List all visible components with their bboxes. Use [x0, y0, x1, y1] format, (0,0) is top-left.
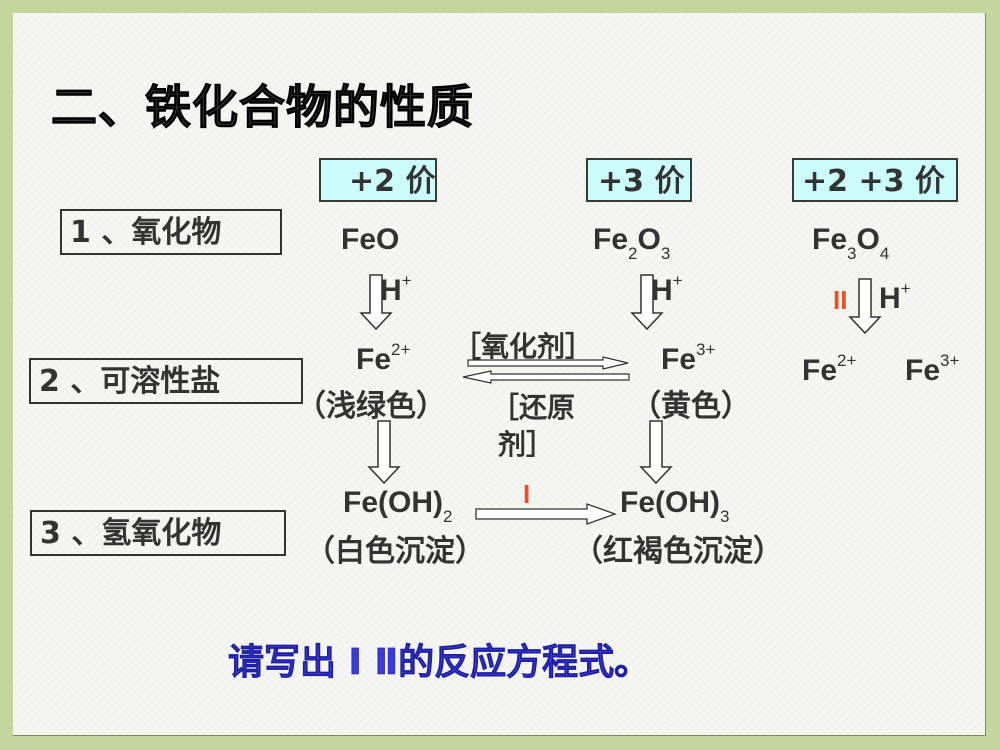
valence-header-plus3: +3 价 [586, 158, 692, 202]
slide-panel: 二、铁化合物的性质 +2 价 +3 价 +2 +3 价 1 、氧化物 2 、可溶… [13, 13, 986, 736]
ion-fe2-from-fe3o4: Fe2+ [802, 351, 857, 387]
roman-ii-label: II [833, 285, 848, 315]
question-prompt: 请写出 Ⅰ Ⅱ的反应方程式。 [228, 642, 651, 684]
formula-fe3o4: Fe3O4 [812, 223, 890, 263]
formula-feoh2: Fe(OH)2 [343, 486, 453, 526]
slide-title: 二、铁化合物的性质 [51, 80, 474, 135]
down-arrow-feo [359, 274, 393, 331]
reagent-h-plus-1: H+ [380, 271, 412, 307]
ion-fe2: Fe2+ [356, 340, 411, 376]
valence-header-plus2: +2 价 [319, 158, 437, 202]
left-arrow-reduction [462, 370, 630, 384]
fe3-color-label: （黄色） [631, 389, 751, 424]
down-arrow-fe2o3 [630, 274, 664, 331]
reductant-label-line1: ［还原 [491, 391, 576, 424]
fe2-color-label: （浅绿色） [296, 389, 446, 424]
down-arrow-fe3-to-hydroxide [639, 420, 673, 485]
right-arrow-oxidation-hydroxide [475, 503, 617, 525]
reagent-h-plus-2: H+ [651, 271, 683, 307]
category-hydroxides: 3 、氢氧化物 [30, 510, 286, 556]
feoh2-color-label: （白色沉淀） [305, 534, 485, 569]
oxidant-label: ［氧化剂］ [453, 330, 594, 363]
valence-header-mixed: +2 +3 价 [792, 158, 958, 202]
down-arrow-fe2-to-hydroxide [367, 420, 401, 485]
formula-feo: FeO [341, 223, 400, 256]
formula-fe2o3: Fe2O3 [593, 223, 671, 263]
feoh3-color-label: （红褐色沉淀） [573, 534, 783, 569]
formula-feoh3: Fe(OH)3 [620, 486, 730, 526]
ion-fe3-from-fe3o4: Fe3+ [905, 351, 960, 387]
right-arrow-oxidation [467, 356, 629, 370]
reagent-h-plus-3: H+ [879, 279, 911, 315]
ion-fe3: Fe3+ [661, 340, 716, 376]
reductant-label-line2: 剂］ [498, 428, 555, 461]
category-soluble-salts: 2 、可溶性盐 [29, 358, 303, 404]
down-arrow-fe3o4 [848, 278, 882, 335]
roman-i-label: I [523, 479, 531, 509]
category-oxides: 1 、氧化物 [60, 209, 282, 255]
